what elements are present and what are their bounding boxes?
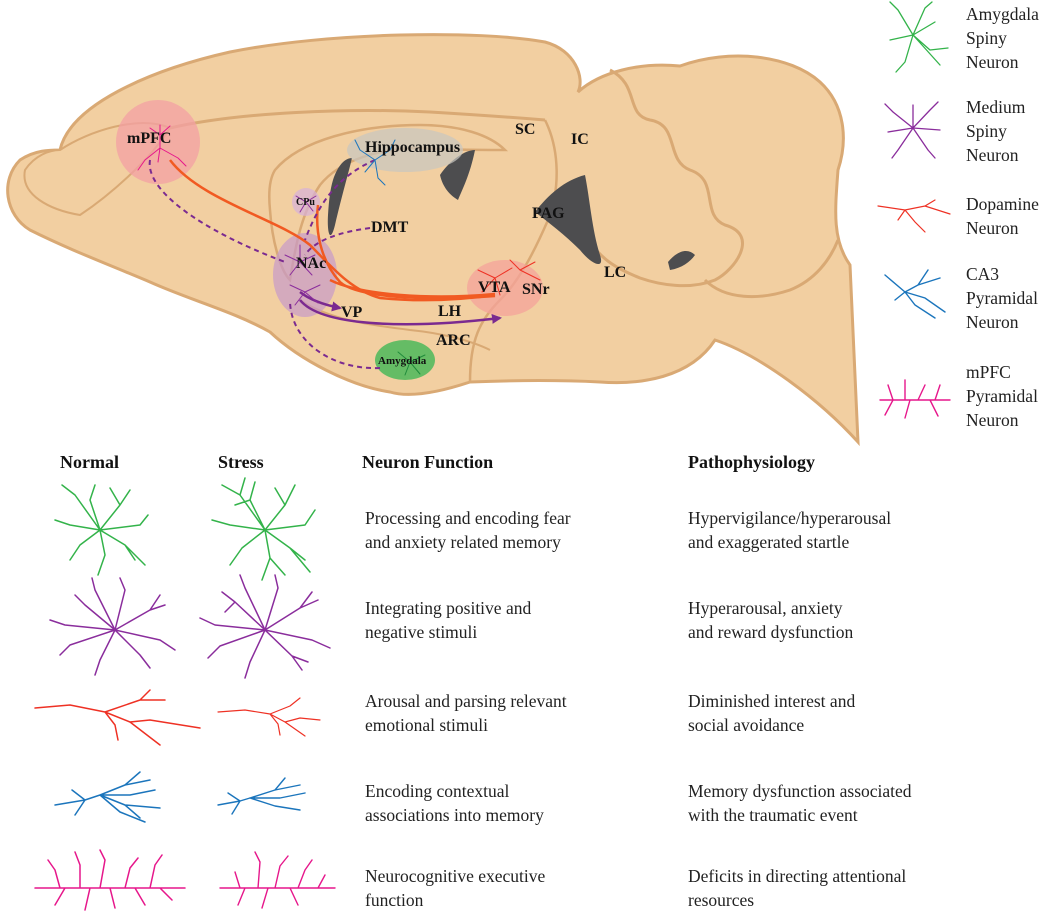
cerebellum [588, 68, 744, 288]
row5-stress-neuron [219, 851, 336, 909]
legend-dopamine-neuron-icon [877, 199, 951, 233]
column-header-function: Neuron Function [362, 452, 494, 472]
row3-stress-neuron [217, 697, 321, 737]
legend-text: Neuron [966, 218, 1019, 238]
vta-neuron-small [477, 259, 541, 296]
legend-text: Neuron [966, 312, 1019, 332]
label-snr: SNr [522, 281, 550, 298]
legend-text: CA3 [966, 264, 1000, 284]
fourth-ventricle [668, 250, 695, 270]
hippocampus-to-nac-projection [304, 159, 376, 241]
nac-to-vta-projection [299, 299, 502, 326]
third-ventricle [440, 150, 475, 200]
projections [148, 159, 502, 370]
legend-medium-spiny-neuron-icon [884, 101, 941, 159]
legend-text: Neuron [966, 52, 1019, 72]
aqueduct [535, 175, 602, 265]
label-cpu: CPu [296, 197, 315, 208]
brain-neurons [137, 124, 541, 376]
vta-to-nac-projection [329, 278, 496, 298]
amygdala-to-nac-projection [289, 299, 381, 370]
label-vp: VP [341, 304, 363, 321]
amygdala-neuron-small [397, 351, 426, 376]
row2-stress-neuron [199, 574, 331, 679]
legend-icons [877, 1, 951, 419]
label-vta: VTA [478, 279, 511, 296]
label-lh: LH [438, 303, 462, 320]
nac-to-vp-projection [299, 291, 342, 312]
row4-normal-neuron [54, 771, 161, 823]
region-highlights [116, 100, 543, 380]
row2-normal-neuron [49, 577, 176, 676]
amygdala-highlight [375, 340, 435, 380]
legend-item-amygdala: Amygdala Spiny Neuron [966, 2, 1039, 74]
dmt-to-nac-projection [304, 227, 371, 256]
nac-neuron-small [284, 244, 321, 306]
cerebellum-fold [703, 239, 840, 299]
brain-labels: mPFC Hippocampus SC IC CPu DMT PAG NAc V… [127, 121, 626, 367]
row4-stress-neuron [217, 777, 306, 815]
label-lc: LC [604, 264, 626, 281]
legend-item-dopamine: Dopamine Neuron [966, 192, 1039, 240]
label-dmt: DMT [371, 219, 409, 236]
hippocampus-region [347, 128, 463, 172]
mpfc-neuron-small [137, 124, 187, 171]
column-header-pathophysiology: Pathophysiology [688, 452, 816, 472]
label-ic: IC [571, 131, 589, 148]
cpu-neuron-small [295, 195, 317, 213]
legend-text: Dopamine [966, 194, 1039, 214]
legend-text: Pyramidal [966, 288, 1038, 308]
label-hippocampus: Hippocampus [365, 139, 460, 156]
hypothalamus-boundary [299, 299, 491, 351]
legend-text: Amygdala [966, 4, 1039, 24]
legend-ca3-pyramidal-neuron-icon [884, 269, 946, 319]
row1-normal-neuron [54, 484, 149, 576]
cortex-boundary [169, 109, 546, 130]
brainstem-boundary [468, 119, 558, 383]
legend-text: Pyramidal [966, 386, 1038, 406]
legend-item-medium-spiny: Medium Spiny Neuron [966, 95, 1025, 167]
column-header-normal: Normal [60, 452, 119, 472]
table-neurons [34, 477, 336, 911]
legend-text: Medium [966, 97, 1026, 117]
brain-outline [6, 33, 860, 447]
column-header-stress: Stress [218, 452, 264, 472]
brain-diagram [6, 33, 860, 447]
legend-mpfc-pyramidal-neuron-icon [879, 379, 951, 419]
label-nac: NAc [296, 255, 326, 272]
label-mpfc: mPFC [127, 130, 171, 147]
legend-text: Neuron [966, 410, 1019, 430]
row3-normal-neuron [34, 689, 201, 746]
legend-item-ca3: CA3 Pyramidal Neuron [966, 262, 1038, 334]
mpfc-highlight [116, 100, 200, 184]
lateral-ventricle [327, 158, 352, 236]
label-pag: PAG [532, 205, 565, 222]
legend-item-mpfc: mPFC Pyramidal Neuron [966, 360, 1038, 432]
label-sc: SC [515, 121, 535, 138]
legend-text: Neuron [966, 145, 1019, 165]
hippocampus-neuron-small [354, 139, 396, 186]
row1-stress-neuron [211, 477, 316, 581]
label-amygdala: Amygdala [378, 355, 427, 367]
mpfc-to-vta-projection [169, 159, 496, 302]
mpfc-to-nac-projection [148, 159, 286, 263]
label-arc: ARC [436, 332, 471, 349]
legend-text: Spiny [966, 121, 1007, 141]
legend-text: mPFC [966, 362, 1011, 382]
row5-normal-neuron [34, 849, 186, 911]
nac-highlight [273, 233, 337, 317]
legend-amygdala-neuron-icon [889, 1, 949, 73]
legend-text: Spiny [966, 28, 1007, 48]
